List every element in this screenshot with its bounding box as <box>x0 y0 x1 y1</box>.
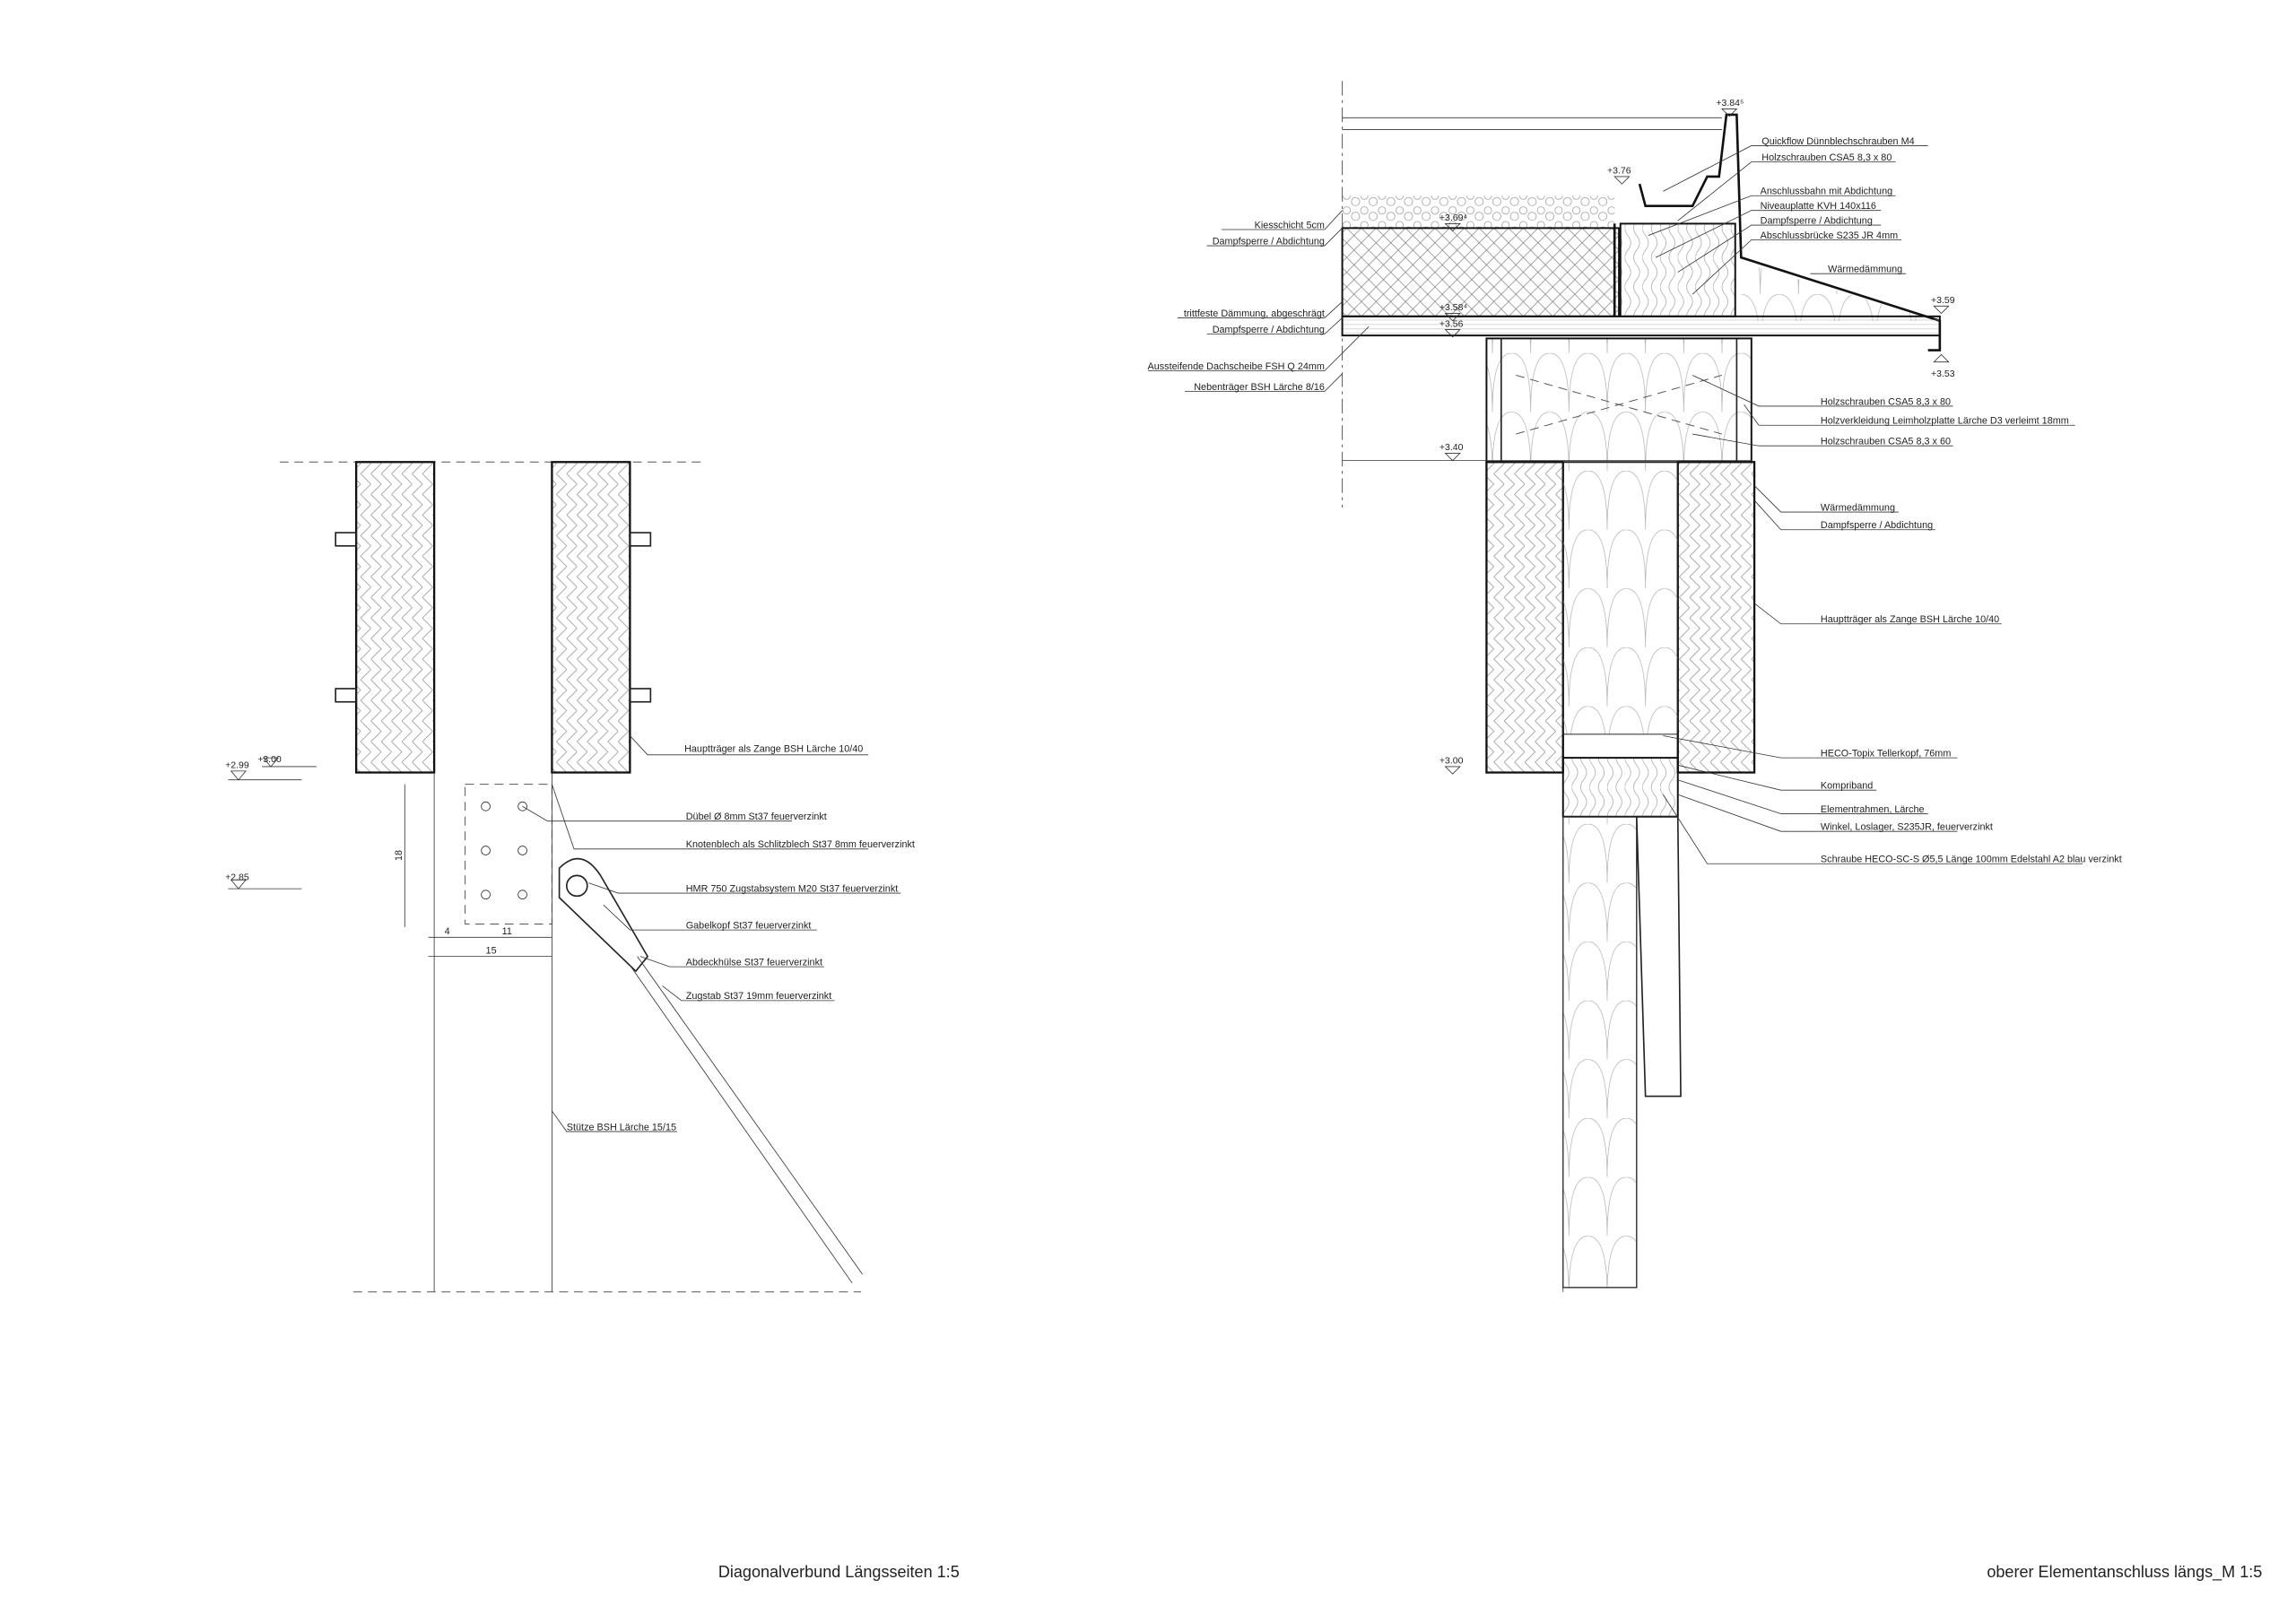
label-main-beam: Hauptträger als Zange BSH Lärche 10/40 <box>1821 614 1999 625</box>
label-element-frame: Elementrahmen, Lärche <box>1821 804 1925 815</box>
label-tension-rod: Zugstab St37 19mm feuerverzinkt <box>686 991 831 1002</box>
label-vapor-barrier: Dampfsperre / Abdichtung <box>1213 236 1325 247</box>
label-insulation: Wärmedämmung <box>1821 502 1895 513</box>
dim-column-width: 15 <box>486 945 497 956</box>
gravel-layer <box>1342 195 1615 229</box>
label-vapor-barrier: Dampfsperre / Abdichtung <box>1821 520 1933 531</box>
label-screws: Holzschrauben CSA5 8,3 x 60 <box>1821 437 1951 447</box>
right-detail-title: oberer Elementanschluss längs_M 1:5 <box>1987 1563 2262 1582</box>
level-label: +3.59 <box>1931 295 1955 306</box>
level-label: +3.00 <box>257 754 282 765</box>
main-beam-right <box>551 461 631 774</box>
label-insulation: trittfeste Dämmung, abgeschrägt <box>1184 308 1325 319</box>
element-frame <box>1561 757 1679 818</box>
level-label: +3.69⁴ <box>1439 213 1467 223</box>
dowel-icons <box>481 801 527 900</box>
label-screw-topix: HECO-Topix Tellerkopf, 76mm <box>1821 748 1951 759</box>
level-label: +3.40 <box>1439 442 1464 453</box>
label-insulation: Wärmedämmung <box>1828 265 1902 275</box>
level-label: +3.84⁵ <box>1716 98 1744 108</box>
left-detail: 18 4 11 15 +2.99 +3.00 +2.85 <box>225 461 960 1581</box>
leader-lines <box>522 735 901 1133</box>
label-screw-heco: Schraube HECO-SC-S Ø5,5 Länge 100mm Edel… <box>1821 855 2122 865</box>
label-screws: Holzschrauben CSA5 8,3 x 80 <box>1761 152 1892 163</box>
label-secondary-beam: Nebenträger BSH Lärche 8/16 <box>1194 382 1325 393</box>
level-markers: +3.84⁵ +3.76 +3.69⁴ +3.58⁴ +3.56 +3.40 +… <box>1439 98 1955 775</box>
bolt-icons <box>335 532 652 703</box>
dimensions: 18 4 11 15 <box>394 784 552 958</box>
label-gusset: Knotenblech als Schlitzblech St37 8mm fe… <box>686 839 915 850</box>
right-detail: +3.84⁵ +3.76 +3.69⁴ +3.58⁴ +3.56 +3.40 +… <box>1148 81 2262 1582</box>
label-angle-bracket: Winkel, Loslager, S235JR, feuerverzinkt <box>1821 822 1993 833</box>
label-screws: Quickflow Dünnblechschrauben M4 <box>1761 136 1914 147</box>
label-level-plate: Niveauplatte KVH 140x116 <box>1761 201 1876 212</box>
label-roof-slab: Aussteifende Dachscheibe FSH Q 24mm <box>1148 361 1325 372</box>
timber-cladding-element <box>1485 337 1752 464</box>
label-vapor-barrier: Dampfsperre / Abdichtung <box>1213 325 1325 335</box>
roof-slab <box>1341 315 1941 337</box>
main-beam-left <box>1485 461 1564 774</box>
wall-insulation <box>1562 461 1679 735</box>
dim-plate-height: 18 <box>394 850 404 861</box>
label-gravel: Kiesschicht 5cm <box>1255 220 1325 230</box>
label-compression-tape: Kompriband <box>1821 781 1873 792</box>
left-labels: Hauptträger als Zange BSH Lärche 10/40 D… <box>567 744 915 1133</box>
level-label: +3.58⁴ <box>1439 302 1467 313</box>
level-label: +3.00 <box>1439 756 1464 767</box>
right-left-labels: Kiesschicht 5cm Dampfsperre / Abdichtung… <box>1148 220 1325 393</box>
label-vapor-barrier: Dampfsperre / Abdichtung <box>1761 215 1873 226</box>
level-label: +2.85 <box>225 872 249 882</box>
label-cladding: Holzverkleidung Leimholzplatte Lärche D3… <box>1821 416 2069 427</box>
leader-lines <box>1148 145 2083 864</box>
label-membrane: Anschlussbahn mit Abdichtung <box>1761 187 1892 197</box>
label-edge-bridge: Abschlussbrücke S235 JR 4mm <box>1761 230 1898 241</box>
dim-plate-width: 11 <box>502 926 512 937</box>
label-rod-system: HMR 750 Zugstabsystem M20 St37 feuerverz… <box>686 883 899 894</box>
label-fork-head: Gabelkopf St37 feuerverzinkt <box>686 920 812 931</box>
level-label: +3.76 <box>1607 166 1631 177</box>
dim-edge: 4 <box>445 926 450 937</box>
label-dowel: Dübel Ø 8mm St37 feuerverzinkt <box>686 812 827 822</box>
level-label: +2.99 <box>225 760 249 771</box>
level-label: +3.56 <box>1439 318 1464 329</box>
right-top-labels: Quickflow Dünnblechschrauben M4 Holzschr… <box>1761 136 1915 275</box>
wall-element <box>1562 816 1638 1289</box>
level-markers: +2.99 +3.00 +2.85 <box>225 754 317 890</box>
left-detail-title: Diagonalverbund Längsseiten 1:5 <box>718 1563 960 1581</box>
label-cover-sleeve: Abdeckhülse St37 feuerverzinkt <box>686 957 822 968</box>
main-beam-left <box>355 461 436 774</box>
insulation-board <box>1341 227 1621 317</box>
level-plate <box>1619 222 1736 317</box>
gusset-plate <box>465 784 552 925</box>
label-screws: Holzschrauben CSA5 8,3 x 80 <box>1821 396 1951 407</box>
label-main-beam: Hauptträger als Zange BSH Lärche 10/40 <box>684 744 863 755</box>
level-label: +3.53 <box>1931 369 1955 379</box>
main-beam-right <box>1676 461 1756 774</box>
tension-rod <box>558 857 863 1284</box>
label-column: Stütze BSH Lärche 15/15 <box>567 1122 676 1133</box>
right-side-labels: Holzschrauben CSA5 8,3 x 80 Holzverkleid… <box>1821 396 2122 864</box>
